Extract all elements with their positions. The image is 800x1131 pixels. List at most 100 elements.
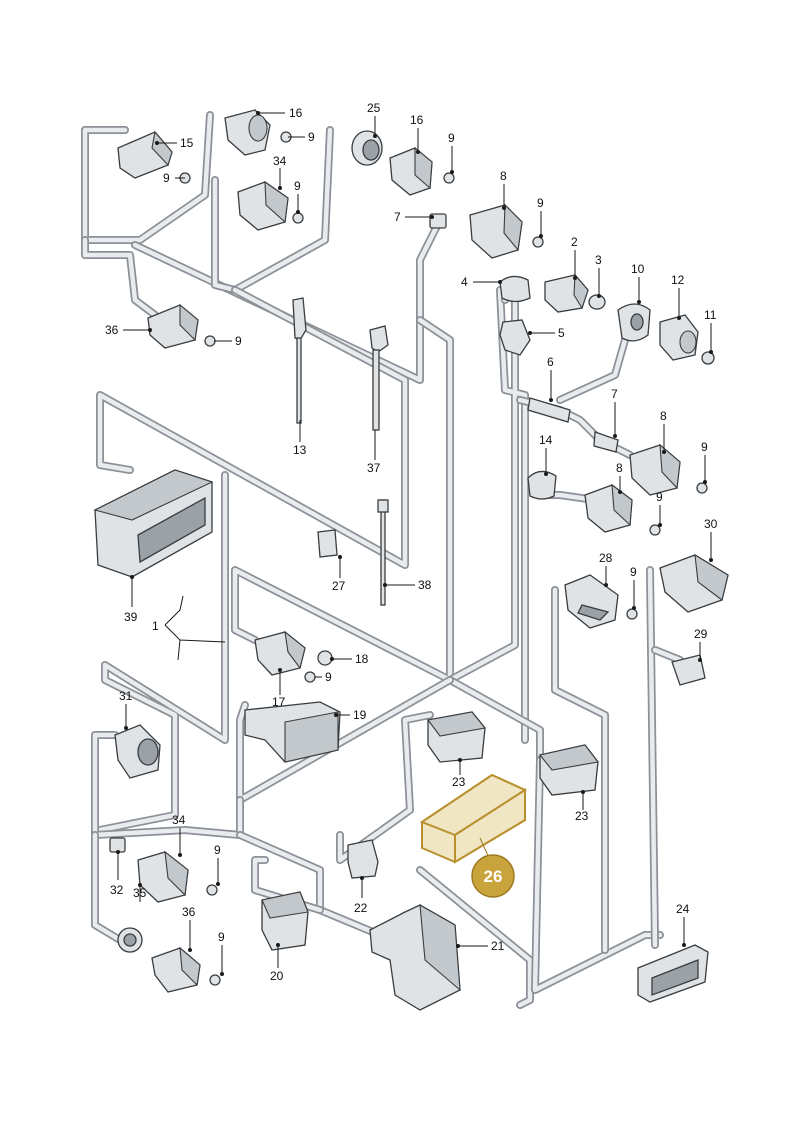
- callout-36: 36: [105, 323, 119, 337]
- part-12-grommet: [659, 314, 699, 361]
- callout-10: 10: [631, 262, 645, 276]
- callout-labels: 15 16 9 9 34 9 25 16 9 8 9 7 2 3 4 10 12…: [105, 101, 718, 983]
- part-39-control-unit: [93, 469, 214, 578]
- part-23-connector-left: [427, 711, 487, 763]
- callout-5: 5: [558, 326, 565, 340]
- part-5-bracket: [499, 319, 531, 356]
- part-16-connector-left: [224, 109, 271, 156]
- callout-4: 4: [461, 275, 468, 289]
- callout-21: 21: [491, 939, 505, 953]
- callout-23: 23: [452, 775, 466, 789]
- wiring-harness: [81, 111, 684, 1009]
- callout-23: 23: [575, 809, 589, 823]
- callout-35: 35: [133, 886, 147, 900]
- part-16-connector-right: [389, 146, 433, 196]
- part-8-connector-mid: [629, 443, 681, 496]
- part-27-clip: [317, 529, 338, 558]
- callout-14: 14: [539, 433, 553, 447]
- part-29-box: [671, 654, 706, 686]
- callout-38: 38: [418, 578, 432, 592]
- callout-34: 34: [273, 154, 287, 168]
- callout-19: 19: [353, 708, 367, 722]
- leader-lines: [116, 111, 713, 976]
- callout-18: 18: [355, 652, 369, 666]
- callout-9: 9: [325, 670, 332, 684]
- callout-15: 15: [180, 136, 194, 150]
- callout-9: 9: [235, 334, 242, 348]
- part-34-connector-bottom: [137, 850, 189, 903]
- part-31-grommet: [114, 724, 161, 779]
- part-17-connector: [254, 630, 306, 676]
- callout-36: 36: [182, 905, 196, 919]
- callout-24: 24: [676, 902, 690, 916]
- part-6-coupling: [527, 397, 571, 423]
- part-38-cable-tie: [377, 499, 389, 606]
- callout-9: 9: [656, 490, 663, 504]
- callout-11: 11: [704, 308, 717, 322]
- part-25-grommet: [351, 130, 383, 166]
- callout-1: 1: [152, 619, 159, 633]
- part-20-connector: [261, 891, 309, 951]
- callout-9: 9: [294, 179, 301, 193]
- callout-16: 16: [289, 106, 303, 120]
- part-14-elbow: [527, 470, 557, 500]
- part-7-clip-mid: [593, 431, 619, 453]
- part-10-elbow: [617, 303, 651, 342]
- callout-22: 22: [354, 901, 368, 915]
- part-30-connector: [659, 553, 729, 613]
- part-19-module: [244, 701, 341, 763]
- callout-32: 32: [110, 883, 124, 897]
- callout-8: 8: [660, 409, 667, 423]
- callout-9: 9: [630, 565, 637, 579]
- callout-8: 8: [616, 461, 623, 475]
- part-26-module-highlighted: [419, 773, 528, 864]
- part-18-bulb: [317, 650, 333, 666]
- part-37-cable-tie: [369, 325, 389, 431]
- part-35-grommet: [117, 927, 143, 953]
- part-21-control-unit: [369, 903, 461, 1011]
- callout-39: 39: [124, 610, 138, 624]
- part-34-connector-top: [237, 180, 289, 231]
- callout-6: 6: [547, 355, 554, 369]
- callout-9: 9: [537, 196, 544, 210]
- callout-37: 37: [367, 461, 381, 475]
- screws-9: [179, 131, 708, 986]
- part-36-connector-bottom: [151, 946, 201, 993]
- callout-34: 34: [172, 813, 186, 827]
- callout-16: 16: [410, 113, 424, 127]
- callout-9: 9: [308, 130, 315, 144]
- part-2-connector: [544, 273, 589, 313]
- part-32-connector: [109, 837, 126, 853]
- callout-13: 13: [293, 443, 307, 457]
- callout-7: 7: [611, 387, 618, 401]
- part-8-connector-low: [584, 483, 633, 533]
- callout-9: 9: [448, 131, 455, 145]
- callout-29: 29: [694, 627, 708, 641]
- callout-31: 31: [119, 689, 133, 703]
- callout-9: 9: [163, 171, 170, 185]
- callout-8: 8: [500, 169, 507, 183]
- callout-30: 30: [704, 517, 718, 531]
- callout-9: 9: [214, 843, 221, 857]
- part-36-connector-top: [147, 303, 199, 349]
- callout-7: 7: [394, 210, 401, 224]
- callout-26: 26: [484, 867, 503, 886]
- part-8-connector-top: [469, 203, 523, 259]
- part-7-clip-top: [429, 213, 447, 229]
- part-23-connector-right: [539, 744, 599, 796]
- part-24-housing: [637, 944, 709, 1003]
- callout-20: 20: [270, 969, 284, 983]
- callout-2: 2: [571, 235, 578, 249]
- callout-9: 9: [218, 930, 225, 944]
- callout-27: 27: [332, 579, 346, 593]
- callout-12: 12: [671, 273, 685, 287]
- highlight-badge-26: 26: [471, 854, 515, 898]
- callout-25: 25: [367, 101, 381, 115]
- part-11-screw: [701, 351, 715, 365]
- part-13-cable-tie: [292, 297, 307, 424]
- callout-28: 28: [599, 551, 613, 565]
- part-28-connector: [564, 574, 619, 629]
- part-22-connector: [347, 839, 379, 879]
- callout-17: 17: [272, 695, 286, 709]
